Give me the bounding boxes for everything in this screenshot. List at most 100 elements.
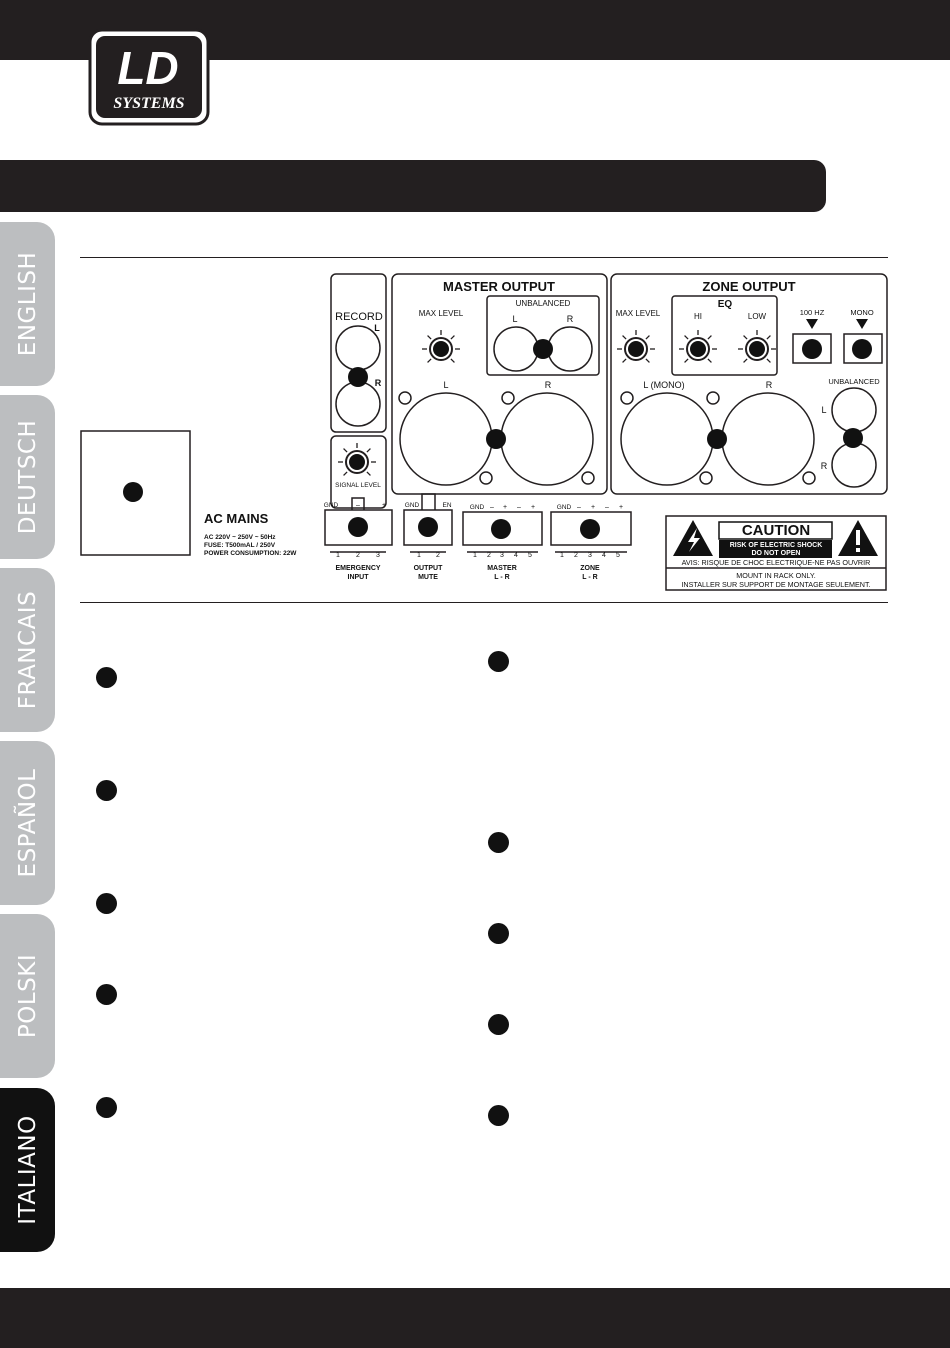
zone-pin-3: +: [591, 504, 595, 511]
eq-label: EQ: [718, 299, 733, 310]
marker-dots: [123, 339, 872, 539]
logo-ld-text: LD: [117, 42, 178, 94]
zone-unbal-l-jack: [831, 387, 877, 433]
master-pin-3: +: [503, 504, 507, 511]
master-xlr-r-label: R: [545, 380, 552, 390]
zone-max-level-label: MAX LEVEL: [616, 309, 661, 318]
emergency-pin-minus: –: [356, 502, 360, 509]
mute-label-1: OUTPUT: [414, 565, 444, 572]
zone-num-1: 1: [560, 552, 564, 559]
bottom-footer-bar: [0, 1288, 950, 1348]
mono-arrow-icon: [856, 319, 868, 329]
description-bullet: [488, 832, 509, 853]
record-title: RECORD: [335, 311, 383, 323]
screw-hole: [620, 391, 634, 405]
marker-dot: [852, 339, 872, 359]
master-xlr-l: [399, 392, 493, 486]
master-pin-gnd: GND: [470, 504, 485, 511]
master-term-label-2: L - R: [494, 574, 509, 581]
master-output-section: [391, 273, 608, 495]
emergency-label-1: EMERGENCY: [335, 565, 380, 572]
zone-num-4: 4: [602, 552, 606, 559]
mute-pin-en: EN: [442, 502, 451, 509]
description-bullet: [488, 1014, 509, 1035]
zone-xlr-l: [620, 392, 714, 486]
tab-espanol[interactable]: ESPAÑOL: [0, 741, 55, 905]
emergency-num-3: 3: [376, 552, 380, 559]
description-bullet: [96, 984, 117, 1005]
description-bullet: [488, 923, 509, 944]
exclamation-warning-icon: [838, 520, 878, 556]
master-num-3: 3: [500, 552, 504, 559]
marker-dot: [580, 519, 600, 539]
mono-switch: [843, 333, 883, 364]
ac-mains-line1: AC 220V ~ 250V ~ 50Hz: [204, 534, 276, 541]
tab-italiano[interactable]: ITALIANO: [0, 1088, 55, 1252]
screw-hole: [802, 471, 816, 485]
record-l-label: L: [374, 323, 380, 333]
section-title-bar: [0, 160, 826, 212]
master-xlr-l-label: L: [443, 380, 448, 390]
caution-mount2: INSTALLER SUR SUPPORT DE MONTAGE SEULEME…: [681, 580, 870, 589]
zone-unbal-r-label: R: [821, 461, 828, 471]
tab-francais[interactable]: FRANCAIS: [0, 568, 55, 732]
mute-pin-gnd: GND: [405, 502, 420, 509]
marker-dot: [843, 428, 863, 448]
ac-mains-title: AC MAINS: [204, 511, 269, 526]
marker-dot: [348, 367, 368, 387]
rear-panel-diagram: RECORD L R SIGNAL LEVEL MASTER OUTPUT MA…: [80, 273, 888, 591]
master-term-label-1: MASTER: [487, 565, 517, 572]
zone-xlr-l-label: L (MONO): [643, 380, 684, 390]
marker-dot: [486, 429, 506, 449]
zone-num-2: 2: [574, 552, 578, 559]
marker-dot: [491, 519, 511, 539]
emergency-label-2: INPUT: [348, 574, 370, 581]
hz100-switch: [792, 333, 832, 364]
zone-pin-2: –: [577, 504, 581, 511]
hz100-arrow-icon: [806, 319, 818, 329]
zone-num-3: 3: [588, 552, 592, 559]
mute-num-2: 2: [436, 552, 440, 559]
description-bullet: [96, 780, 117, 801]
lightning-warning-icon: [673, 520, 713, 556]
zone-num-5: 5: [616, 552, 620, 559]
tab-english[interactable]: ENGLISH: [0, 222, 55, 386]
caution-sub1: RISK OF ELECTRIC SHOCK: [730, 542, 823, 549]
master-unbalanced-label: UNBALANCED: [516, 299, 571, 308]
tab-label: POLSKI: [14, 953, 41, 1039]
master-pin-2: –: [490, 504, 494, 511]
knob-ticks: [338, 330, 776, 476]
tab-deutsch[interactable]: DEUTSCH: [0, 395, 55, 559]
record-section: [330, 273, 387, 433]
emergency-terminal: [324, 509, 393, 546]
description-bullet: [488, 1105, 509, 1126]
zone-unbalanced-label: UNBALANCED: [828, 377, 880, 386]
zone-output-title: ZONE OUTPUT: [702, 279, 795, 294]
tab-polski[interactable]: POLSKI: [0, 914, 55, 1078]
zone-eq-box: [671, 295, 778, 376]
screw-hole: [699, 471, 713, 485]
eq-hi-label: HI: [694, 312, 702, 321]
marker-dot: [123, 482, 143, 502]
master-pin-4: –: [517, 504, 521, 511]
record-r-label: R: [375, 378, 382, 388]
hz100-label: 100 HZ: [800, 308, 825, 317]
master-num-5: 5: [528, 552, 532, 559]
master-terminal: [462, 511, 543, 546]
description-bullet: [96, 893, 117, 914]
tab-label: ESPAÑOL: [14, 768, 41, 878]
marker-dot: [533, 339, 553, 359]
marker-dot: [348, 517, 368, 537]
master-unbal-r-jack: [547, 326, 593, 372]
marker-dot: [707, 429, 727, 449]
zone-pin-gnd: GND: [557, 504, 572, 511]
emergency-num-1: 1: [336, 552, 340, 559]
zone-term-label-2: L - R: [582, 574, 597, 581]
caution-avis: AVIS: RISQUE DE CHOC ELECTRIQUE-NE PAS O…: [682, 558, 871, 567]
ld-systems-logo: LD SYSTEMS: [88, 28, 210, 126]
caution-box: [665, 515, 887, 591]
marker-dot: [802, 339, 822, 359]
screw-hole: [398, 391, 412, 405]
mono-label: MONO: [850, 308, 873, 317]
top-rule: [80, 257, 888, 258]
